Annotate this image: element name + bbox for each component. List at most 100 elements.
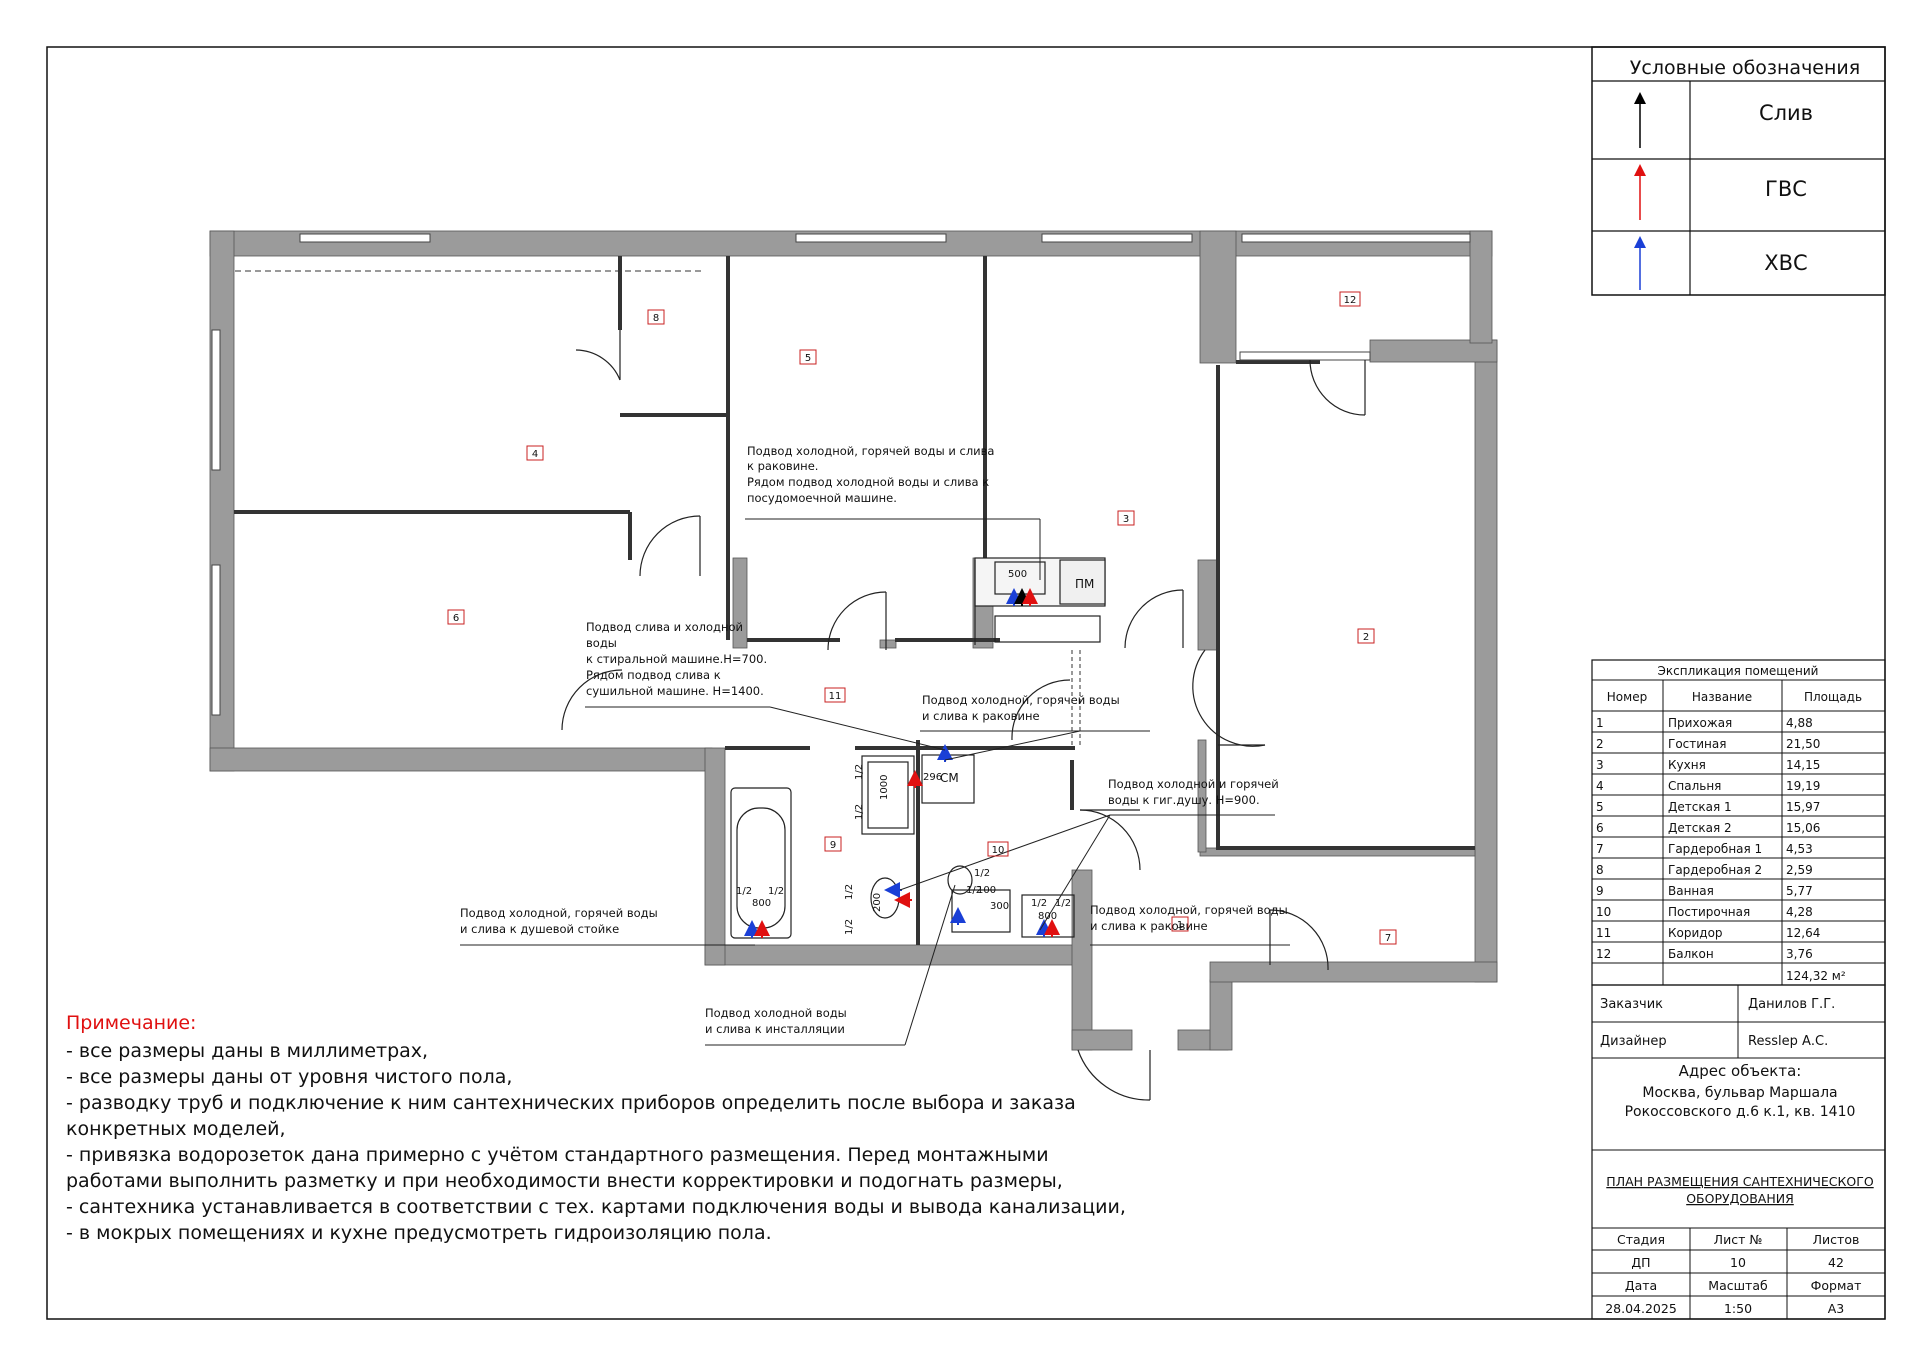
windows (211, 233, 1471, 716)
svg-text:Дата: Дата (1625, 1278, 1657, 1293)
svg-text:Номер: Номер (1607, 690, 1647, 704)
wall (1469, 230, 1493, 344)
legend-hot: ГВС (1765, 177, 1807, 201)
svg-text:и слива к душевой стойке: и слива к душевой стойке (460, 922, 619, 936)
address-title: Адрес объекта: (1679, 1062, 1802, 1080)
wm-inner (867, 761, 909, 829)
svg-text:к раковине.: к раковине. (747, 459, 818, 473)
room-tag: 12 (1339, 291, 1361, 307)
note-line: - в мокрых помещениях и кухне предусмотр… (66, 1222, 772, 1244)
room-tag: 1 (1171, 916, 1189, 932)
room-tag: 7 (1379, 929, 1397, 945)
dimensions: ПМ СМ 500 296 1000 800 1/2 1/2 1/2 1/2 1… (736, 569, 1094, 935)
table-cell-area: 4,53 (1786, 842, 1813, 856)
svg-text:1/2: 1/2 (768, 886, 784, 897)
svg-text:100: 100 (977, 885, 996, 896)
wall (1071, 869, 1093, 1051)
svg-text:воды: воды (586, 636, 617, 650)
wall (1071, 1029, 1133, 1051)
table-cell-num: 1 (1596, 716, 1604, 730)
room-tag: 3 (1117, 510, 1135, 526)
leader-lines (460, 518, 1290, 1046)
table-cell-area: 4,28 (1786, 905, 1813, 919)
partitions (234, 256, 1475, 945)
doors (561, 330, 1366, 1101)
table-cell-name: Гостиная (1668, 737, 1726, 751)
svg-text:Площадь: Площадь (1804, 690, 1862, 704)
wall (1369, 339, 1498, 363)
table-cell-name: Коридор (1668, 926, 1723, 940)
svg-text:Подвод холодной, горячей воды: Подвод холодной, горячей воды (460, 906, 658, 920)
table-cell-name: Спальня (1668, 779, 1721, 793)
table-cell-num: 5 (1596, 800, 1604, 814)
floor-plan (209, 230, 1498, 1051)
table-cell-area: 14,15 (1786, 758, 1820, 772)
bathtub (730, 787, 792, 939)
table-cell-num: 11 (1596, 926, 1611, 940)
table-cell-num: 6 (1596, 821, 1604, 835)
svg-text:200: 200 (872, 893, 883, 912)
room-tag: 11 (824, 687, 846, 703)
svg-text:к стиральной машине.Н=700.: к стиральной машине.Н=700. (586, 652, 767, 666)
svg-text:и слива к раковине: и слива к раковине (1090, 919, 1208, 933)
svg-text:и слива к раковине: и слива к раковине (922, 709, 1040, 723)
dishwasher-label: ПМ (1075, 577, 1094, 591)
legend-drain: Слив (1759, 101, 1813, 125)
table-cell-num: 4 (1596, 779, 1604, 793)
wall (1474, 339, 1498, 983)
legend-title: Условные обозначения (1630, 57, 1860, 79)
table-cell-name: Ванная (1668, 884, 1714, 898)
sheet-title: ПЛАН РАЗМЕЩЕНИЯ САНТЕХНИЧЕСКОГО (1606, 1174, 1874, 1189)
note-line: - все размеры даны от уровня чистого пол… (66, 1066, 513, 1088)
note-line: конкретных моделей, (66, 1118, 286, 1140)
svg-text:Подвод холодной, горячей воды: Подвод холодной, горячей воды (922, 693, 1120, 707)
table-cell-num: 7 (1596, 842, 1604, 856)
svg-text:8: 8 (653, 313, 659, 324)
bath-sink (1021, 894, 1075, 938)
sheet-number: 10 (1730, 1255, 1746, 1270)
svg-text:1/2: 1/2 (854, 764, 865, 780)
svg-text:4: 4 (532, 449, 538, 460)
wall (1209, 979, 1233, 1051)
table-cell-num: 3 (1596, 758, 1604, 772)
room-tags: 4 8 5 3 12 6 2 11 9 10 1 7 (447, 291, 1397, 945)
table-cell-name: Гардеробная 1 (1668, 842, 1762, 856)
room-tag: 4 (526, 445, 544, 461)
note-line: - привязка водорозеток дана примерно с у… (66, 1144, 1049, 1166)
svg-text:5: 5 (805, 353, 811, 364)
svg-text:500: 500 (1008, 569, 1027, 580)
callouts: Подвод холодной, горячей воды и слива к … (460, 444, 1288, 1036)
title-block: Заказчик Данилов Г.Г. Дизайнер Resslер А… (1591, 984, 1886, 1320)
svg-text:Подвод слива и холодной: Подвод слива и холодной (586, 620, 743, 634)
svg-text:6: 6 (453, 613, 459, 624)
svg-text:Рядом подвод холодной воды и с: Рядом подвод холодной воды и слива к (747, 475, 989, 489)
svg-text:7: 7 (1385, 933, 1391, 944)
wc-installation (947, 865, 973, 895)
svg-text:Рокоссовского д.6 к.1, кв. 141: Рокоссовского д.6 к.1, кв. 1410 (1625, 1104, 1856, 1120)
svg-text:Подвод холодной, горячей воды: Подвод холодной, горячей воды (1090, 903, 1288, 917)
svg-text:800: 800 (1038, 911, 1057, 922)
wall (704, 944, 1076, 966)
legend-cold: ХВС (1764, 251, 1807, 275)
dishwasher (1059, 559, 1106, 605)
table-cell-num: 12 (1596, 947, 1611, 961)
scale-value: 1:50 (1724, 1301, 1752, 1316)
table-cell-name: Детская 2 (1668, 821, 1732, 835)
table-cell-area: 12,64 (1786, 926, 1820, 940)
wall (732, 557, 748, 649)
table-cell-area: 4,88 (1786, 716, 1813, 730)
explication-total: 124,32 м² (1786, 969, 1846, 983)
room-tag: 9 (824, 836, 842, 852)
svg-text:1/2: 1/2 (1055, 898, 1071, 909)
note-line: работами выполнить разметку и при необхо… (66, 1170, 1063, 1192)
svg-text:300: 300 (990, 901, 1009, 912)
room-tag: 5 (799, 349, 817, 365)
wall (1209, 961, 1498, 983)
explication-title: Экспликация помещений (1658, 664, 1819, 678)
svg-text:9: 9 (830, 840, 836, 851)
svg-text:1/2: 1/2 (974, 868, 990, 879)
svg-text:10: 10 (992, 845, 1005, 856)
pipe-markers (744, 588, 1060, 938)
